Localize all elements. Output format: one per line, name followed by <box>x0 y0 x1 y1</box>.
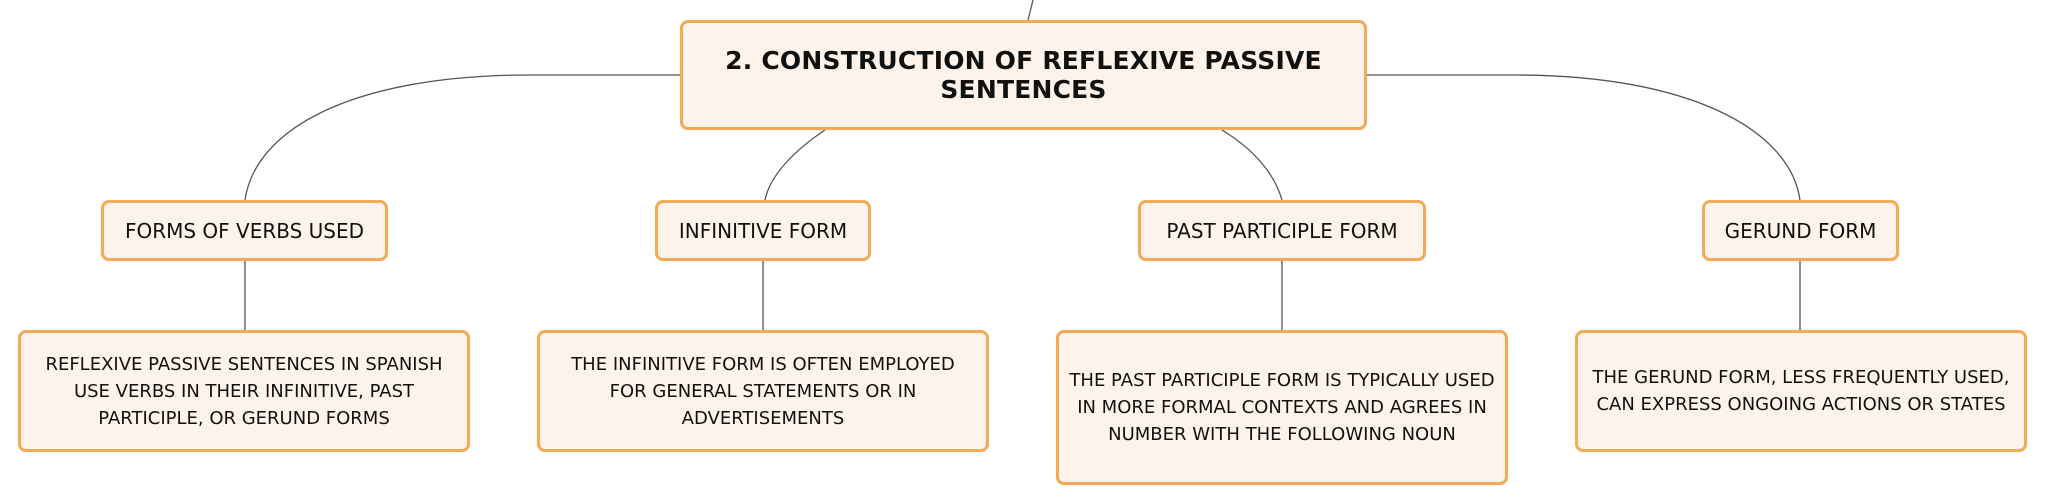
detail-node-text: REFLEXIVE PASSIVE SENTENCES IN SPANISH U… <box>45 353 443 429</box>
connector-root-gerund <box>1367 74 1801 201</box>
detail-node-infinitive-form[interactable]: THE INFINITIVE FORM IS OFTEN EMPLOYED FO… <box>537 330 989 452</box>
connector-root-forms-of-verbs <box>244 74 680 201</box>
branch-node-label: FORMS OF VERBS USED <box>124 218 365 243</box>
branch-node-gerund-form[interactable]: GERUND FORM <box>1702 200 1899 261</box>
detail-node-text: THE PAST PARTICIPLE FORM IS TYPICALLY US… <box>1069 370 1495 445</box>
connector-root-infinitive <box>764 129 826 201</box>
branch-node-infinitive-form[interactable]: INFINITIVE FORM <box>655 200 871 261</box>
branch-node-label: PAST PARTICIPLE FORM <box>1166 218 1398 243</box>
branch-node-label: GERUND FORM <box>1724 218 1877 243</box>
detail-node-text: THE GERUND FORM, LESS FREQUENTLY USED, C… <box>1592 367 2010 415</box>
connector-incoming-root <box>1027 0 1034 21</box>
branch-node-forms-of-verbs-used[interactable]: FORMS OF VERBS USED <box>101 200 388 261</box>
detail-node-past-participle-form[interactable]: THE PAST PARTICIPLE FORM IS TYPICALLY US… <box>1056 330 1508 485</box>
root-node-label: 2. CONSTRUCTION OF REFLEXIVE PASSIVE SEN… <box>725 46 1322 104</box>
connector-root-past-participle <box>1221 129 1283 201</box>
detail-node-forms-of-verbs-used[interactable]: REFLEXIVE PASSIVE SENTENCES IN SPANISH U… <box>18 330 470 452</box>
detail-node-gerund-form[interactable]: THE GERUND FORM, LESS FREQUENTLY USED, C… <box>1575 330 2027 452</box>
branch-node-label: INFINITIVE FORM <box>678 218 848 243</box>
detail-node-text: THE INFINITIVE FORM IS OFTEN EMPLOYED FO… <box>571 353 955 429</box>
root-node[interactable]: 2. CONSTRUCTION OF REFLEXIVE PASSIVE SEN… <box>680 20 1367 130</box>
branch-node-past-participle-form[interactable]: PAST PARTICIPLE FORM <box>1138 200 1426 261</box>
